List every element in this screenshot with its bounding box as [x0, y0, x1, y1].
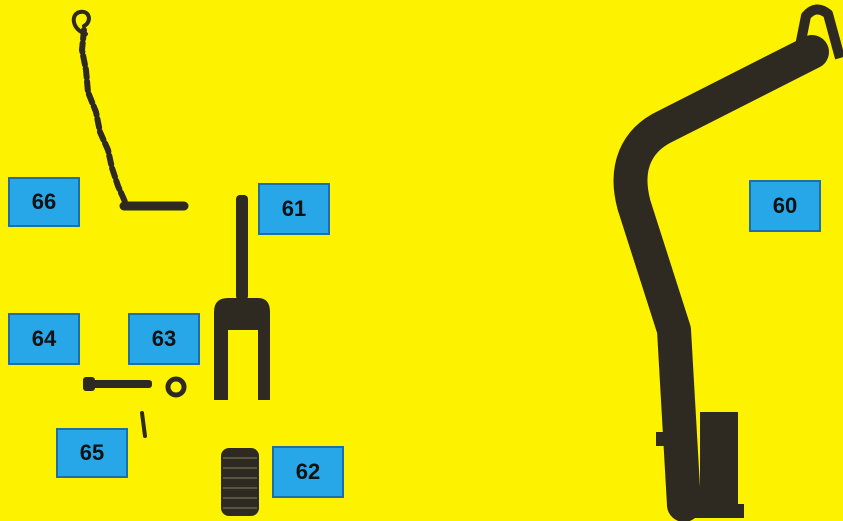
part-65-cotter-pin [142, 413, 145, 436]
callout-60: 60 [749, 180, 821, 232]
part-66-chain-hook [74, 12, 184, 206]
callout-63: 63 [128, 313, 200, 365]
callout-64: 64 [8, 313, 80, 365]
part-63-washer [168, 379, 184, 395]
callout-62: 62 [272, 446, 344, 498]
callout-61: 61 [258, 183, 330, 235]
part-64-pin [83, 377, 152, 391]
part-62-spring [221, 448, 259, 516]
callout-65: 65 [56, 428, 128, 478]
callout-66: 66 [8, 177, 80, 227]
part-60-pedal-lever [631, 9, 840, 518]
